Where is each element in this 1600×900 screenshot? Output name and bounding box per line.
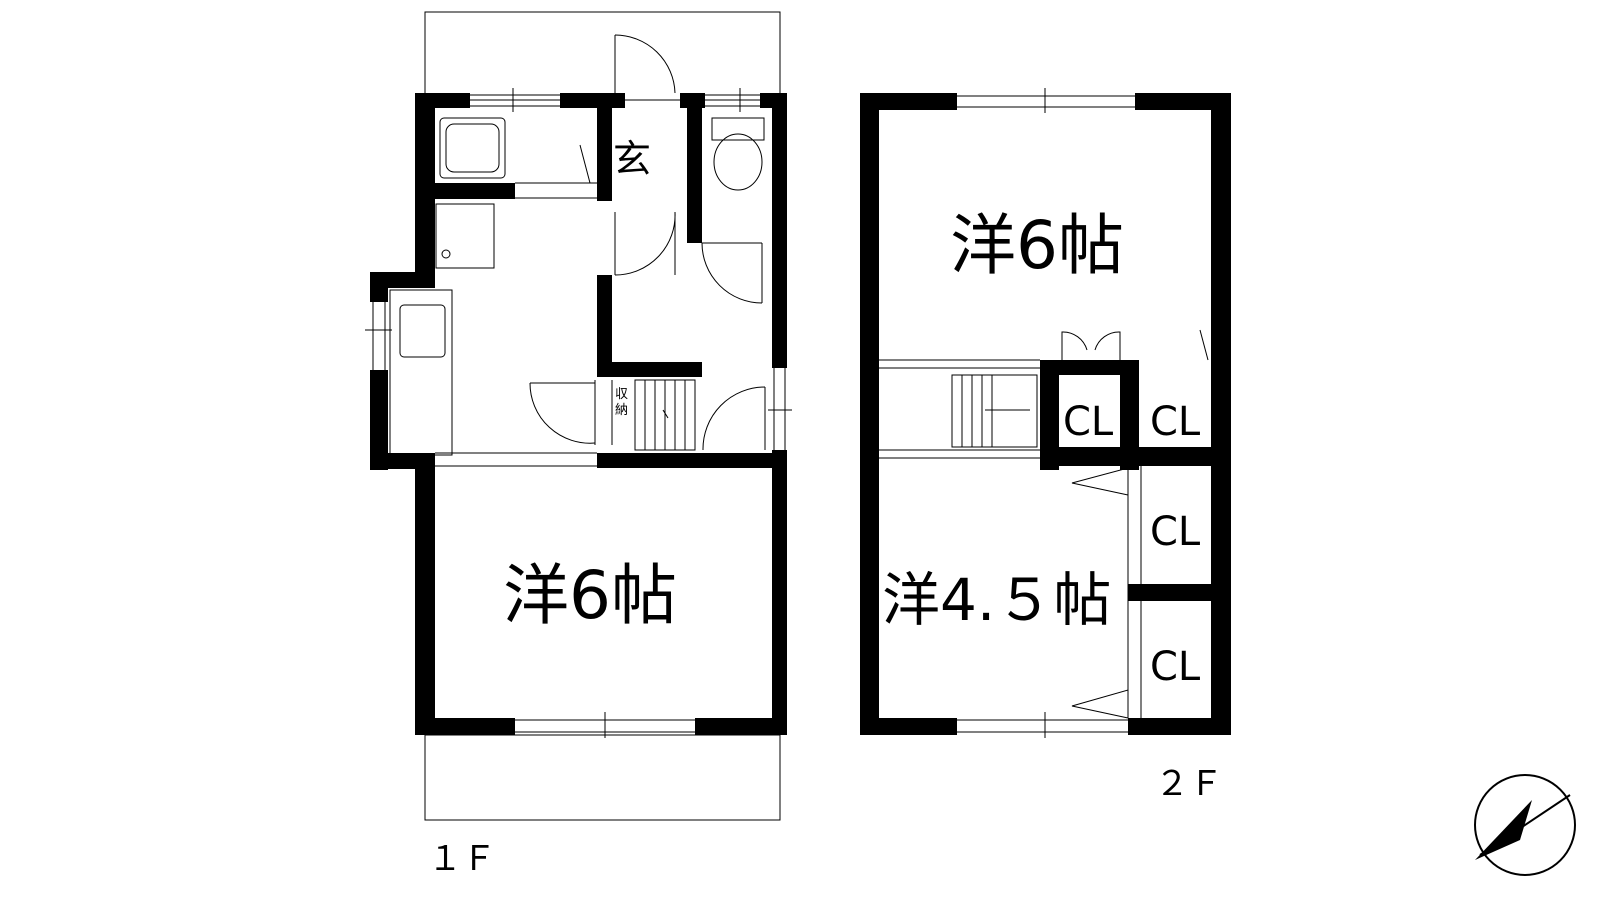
- closet-label-4: CL: [1150, 644, 1201, 690]
- floor-1-label: １Ｆ: [428, 839, 496, 879]
- north-arrow-icon: [1474, 774, 1576, 876]
- toilet-icon: [711, 117, 765, 191]
- storage-label-bottom: 納: [615, 403, 628, 418]
- floor-1-plan: 玄 収 納 洋6帖 １Ｆ: [365, 11, 792, 879]
- bathtub-icon: [439, 117, 506, 179]
- entrance-label: 玄: [613, 137, 651, 181]
- closet-label-2: CL: [1150, 399, 1201, 445]
- closet-label-1: CL: [1063, 399, 1114, 445]
- floor-1-walls: [370, 93, 787, 735]
- storage-label-top: 収: [615, 387, 628, 402]
- floor-2-windows: [879, 88, 1209, 738]
- floor-2-room-small-label: 洋4.５帖: [882, 566, 1111, 634]
- floor-1-room-label: 洋6帖: [503, 557, 677, 634]
- balcony-bottom: [424, 734, 781, 821]
- floor-1-doors: [435, 34, 766, 467]
- floor-2-label: ２Ｆ: [1155, 764, 1223, 804]
- floor-1-fixtures: [389, 117, 765, 456]
- floor-2-room-large-label: 洋6帖: [950, 207, 1124, 284]
- floor-1-windows: [365, 88, 792, 738]
- floor-2-plan: 洋6帖 洋4.５帖 CL CL CL CL ２Ｆ: [860, 88, 1231, 804]
- kitchen-sink-icon: [389, 289, 453, 456]
- appliance-space-icon: [435, 203, 495, 269]
- closet-label-3: CL: [1150, 509, 1201, 555]
- floor-2-walls: [860, 93, 1231, 735]
- balcony-top: [424, 11, 781, 101]
